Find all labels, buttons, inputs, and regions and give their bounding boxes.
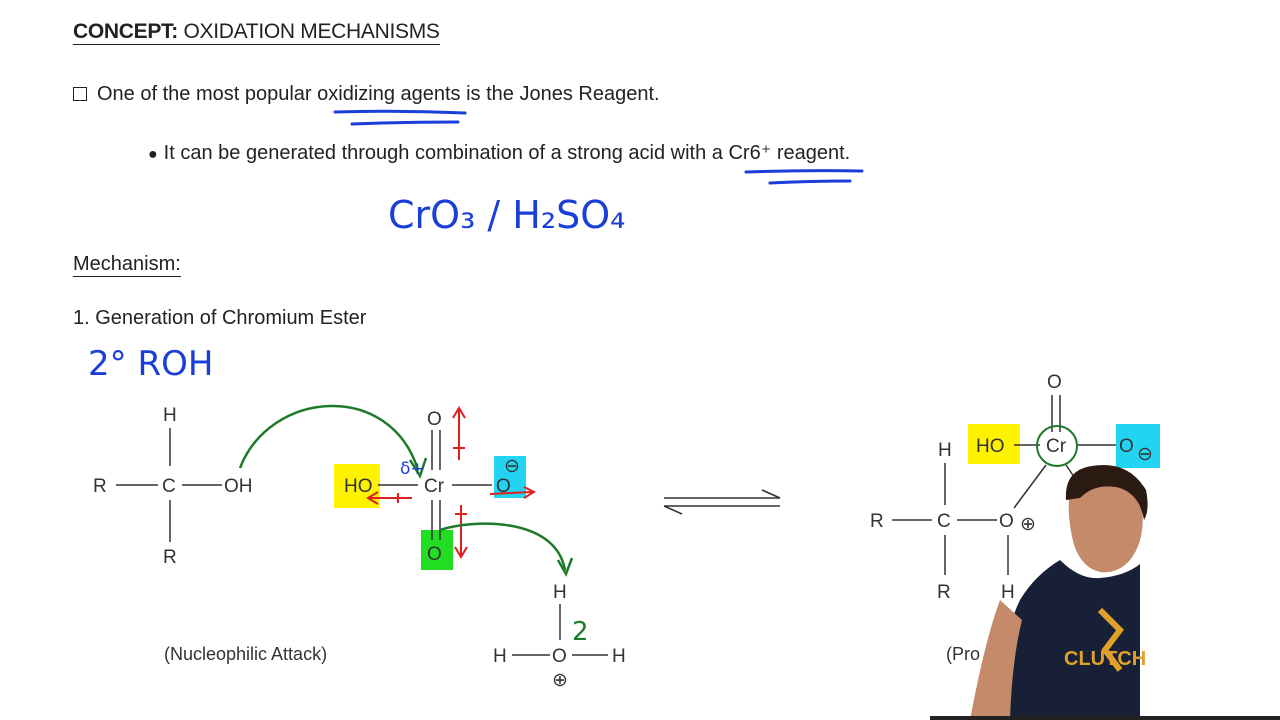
circle-cr (1036, 425, 1078, 467)
charge-negative: ⊖ (504, 456, 520, 477)
atom-cr: Cr (424, 476, 445, 497)
atom-h-left: H (493, 646, 507, 667)
atom-h-product: H (938, 440, 952, 461)
shirt-text: CLUTCH (1064, 648, 1146, 670)
highlight-o-minus (494, 456, 526, 498)
atom-h-top: H (553, 582, 567, 603)
concept-label: CONCEPT: (73, 20, 178, 43)
atom-ho: HO (344, 476, 373, 497)
footer-bar (930, 716, 1280, 720)
caption-nucleophilic: (Nucleophilic Attack) (164, 644, 328, 664)
presenter-figure: CLUTCH (970, 465, 1148, 720)
charge-positive-product: ⊕ (1020, 514, 1036, 535)
equilibrium-arrow (663, 489, 781, 515)
atom-o-top: O (427, 409, 442, 430)
concept-title: OXIDATION MECHANISMS (183, 20, 440, 43)
checkbox-icon (73, 87, 87, 101)
reagent-text: Cr6⁺ reagent. (728, 142, 851, 164)
handwritten-formula: CrO₃ / H₂SO₄ (388, 193, 625, 237)
atom-o-right: O (496, 476, 511, 497)
chromic-acid-molecule: O HO Cr O ⊖ O δ+ (334, 409, 526, 570)
mechanism-heading: Mechanism: (73, 253, 181, 277)
atom-o-top-right: O (1047, 372, 1062, 393)
arrow-to-water (439, 522, 567, 571)
red-electron-arrows (366, 406, 537, 559)
atom-o-water: O (552, 646, 567, 667)
atom-o-right-side: O (1119, 436, 1134, 457)
underline-oxidizing (333, 109, 467, 126)
charge-negative-right: ⊖ (1137, 444, 1153, 465)
charge-positive-water: ⊕ (552, 670, 568, 691)
atom-r-left: R (93, 476, 107, 497)
chromate-ester-molecule: O HO Cr O ⊖ H R C O ⊕ R H (870, 372, 1160, 603)
atom-cr-right: Cr (1046, 436, 1067, 457)
step-1-heading: 1. Generation of Chromium Ester (73, 307, 367, 329)
bullet-line-1-text: One of the most popular oxidizing agents… (97, 83, 660, 105)
atom-r-product-left: R (870, 511, 884, 532)
arrow-nucleophile (238, 404, 420, 471)
atom-h-right: H (612, 646, 626, 667)
underline-reagent (744, 169, 864, 185)
atom-o-product: O (999, 511, 1014, 532)
caption-proton: (Pro (946, 644, 981, 664)
atom-c-product: C (937, 511, 951, 532)
atom-h: H (163, 405, 177, 426)
bullet-dot-icon: ● (148, 146, 158, 163)
atom-r-product-bottom: R (937, 582, 951, 603)
atom-h-oxygen: H (1001, 582, 1015, 603)
bullet-line-2-text: It can be generated through combination … (163, 142, 729, 164)
highlight-o-bottom (421, 530, 453, 570)
highlight-o-minus-right (1116, 424, 1160, 468)
bullet-line-2: ● It can be generated through combination… (148, 141, 850, 167)
alcohol-molecule: H R C OH R (93, 405, 253, 568)
atom-r-bottom: R (163, 547, 177, 568)
handwritten-delta: δ+ (400, 459, 425, 479)
atom-o-bottom: O (427, 544, 442, 565)
hydronium-molecule: H H O H ⊕ 2 (493, 582, 626, 691)
page-title: CONCEPT: OXIDATION MECHANISMS (73, 20, 440, 45)
handwritten-alcohol: 2° ROH (88, 344, 213, 384)
atom-oh: OH (224, 476, 253, 497)
atom-ho-right: HO (976, 436, 1005, 457)
atom-c: C (162, 476, 176, 497)
highlight-ho-right (968, 424, 1020, 464)
handwritten-two: 2 (572, 617, 589, 647)
bullet-line-1: One of the most popular oxidizing agents… (73, 82, 660, 106)
